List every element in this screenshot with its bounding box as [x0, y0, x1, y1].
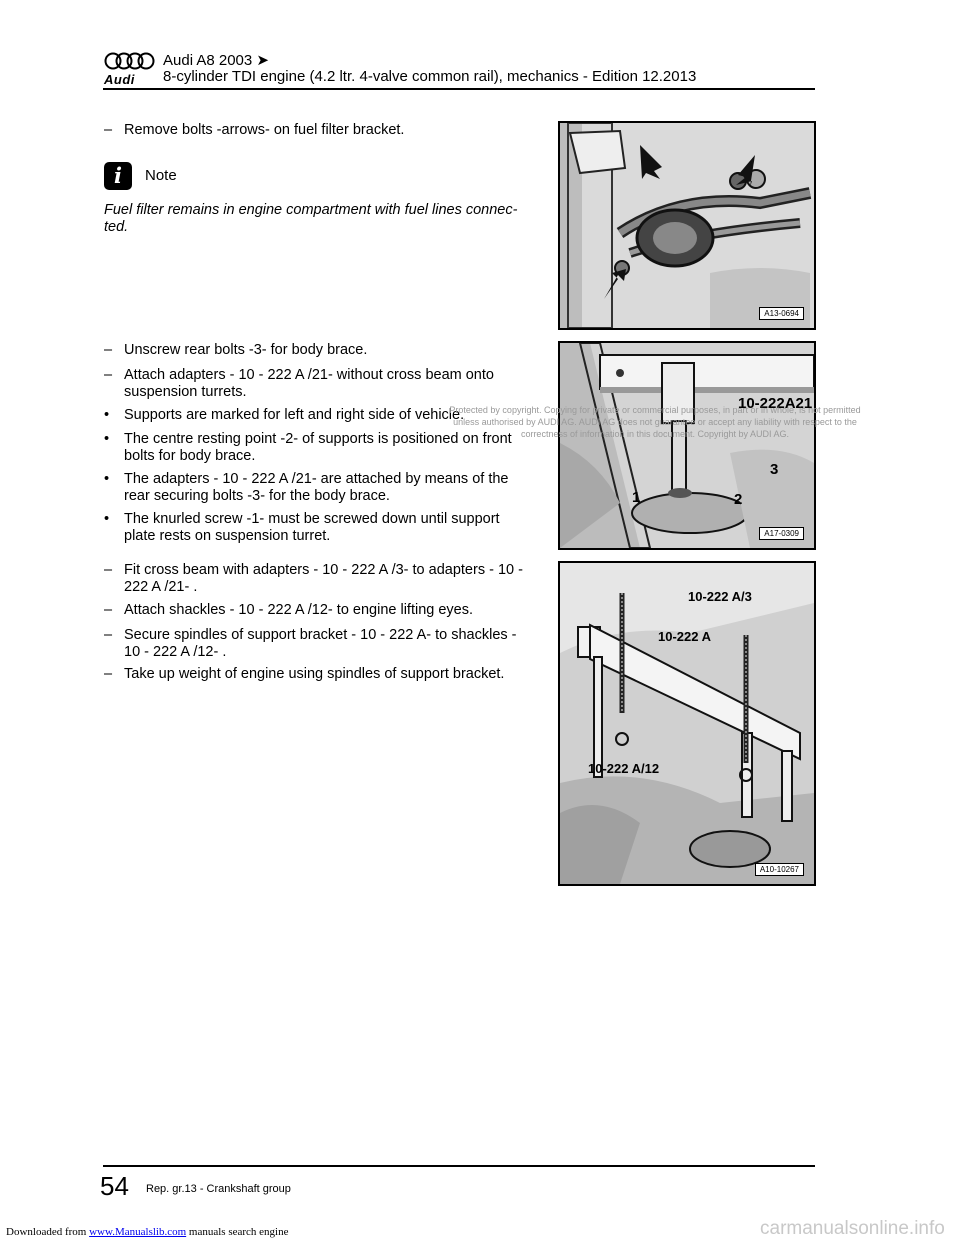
step-unscrew-rear-bolts: – Unscrew rear bolts -3- for body brace. — [104, 342, 524, 359]
copyright-watermark: Protected by copyright. Copying for priv… — [449, 405, 861, 439]
info-adapters-attached: • The adapters - 10 - 222 A /21- are att… — [104, 471, 524, 505]
step-text: Take up weight of engine using spindles … — [124, 666, 505, 682]
callout-10-222-a12: 10-222 A/12 — [588, 761, 660, 776]
callout-3: 3 — [770, 461, 779, 478]
step-marker: – — [104, 122, 113, 138]
step-text: Unscrew rear bolts -3- for body brace. — [124, 342, 368, 358]
info-text: Supports are marked for left and right s… — [124, 407, 465, 423]
figure-fuel-filter-bracket: A13-0694 — [558, 121, 816, 330]
callout-1: 1 — [632, 489, 641, 506]
footer-divider — [103, 1165, 815, 1167]
step-attach-shackles: – Attach shackles - 10 - 222 A /12- to e… — [104, 602, 524, 619]
step-marker: – — [104, 627, 113, 643]
callout-10-222-a: 10-222 A — [658, 629, 711, 644]
footer-section: Rep. gr.13 - Crankshaft group — [146, 1183, 291, 1195]
info-text: The knurled screw -1- must be screwed do… — [124, 511, 500, 544]
figure-support-bracket: 10-222 A/3 10-222 A 10-222 A/12 A10-1026… — [558, 561, 816, 886]
step-text: Remove bolts -arrows- on fuel filter bra… — [124, 122, 405, 138]
figure-code: A17-0309 — [759, 527, 804, 540]
site-watermark: carmanualsonline.info — [760, 1218, 945, 1239]
step-secure-spindles: – Secure spindles of support bracket - 1… — [104, 627, 524, 661]
bullet-marker: • — [104, 431, 110, 447]
info-text: The centre resting point -2- of supports… — [124, 431, 512, 464]
step-marker: – — [104, 562, 113, 578]
page-number: 54 — [100, 1171, 129, 1201]
header-title: 8-cylinder TDI engine (4.2 ltr. 4-valve … — [163, 68, 697, 85]
step-fit-cross-beam: – Fit cross beam with adapters - 10 - 22… — [104, 562, 524, 596]
figure-adapters-on-turret: 10-222A21 1 2 3 A17-0309 — [558, 341, 816, 550]
info-centre-resting-point: • The centre resting point -2- of suppor… — [104, 431, 524, 465]
download-suffix: manuals search engine — [188, 1226, 289, 1238]
info-supports-marked: • Supports are marked for left and right… — [104, 407, 524, 424]
step-text: Attach shackles - 10 - 222 A /12- to eng… — [124, 602, 474, 618]
figure-code: A10-10267 — [754, 863, 804, 876]
step-take-up-weight: – Take up weight of engine using spindle… — [104, 666, 524, 683]
audi-rings-logo — [104, 52, 155, 70]
bullet-marker: • — [104, 407, 110, 423]
note-text: Fuel filter remains in engine compartmen… — [104, 202, 518, 235]
bullet-marker: • — [104, 471, 110, 487]
info-text: The adapters - 10 - 222 A /21- are attac… — [124, 471, 509, 504]
step-text: Attach adapters - 10 - 222 A /21- withou… — [124, 367, 494, 400]
header-model: Audi A8 2003 ➤ — [163, 52, 269, 69]
step-attach-adapters: – Attach adapters - 10 - 222 A /21- with… — [104, 367, 524, 401]
step-marker: – — [104, 367, 113, 383]
step-marker: – — [104, 342, 113, 358]
audi-wordmark-logo: Audi — [104, 72, 135, 87]
callout-tool-label: 10-222A21 — [738, 395, 813, 412]
step-text: Fit cross beam with adapters - 10 - 222 … — [124, 562, 523, 595]
step-marker: – — [104, 602, 113, 618]
callout-10-222-a3: 10-222 A/3 — [688, 589, 752, 604]
manualslib-link[interactable]: www.Manualslib.com — [89, 1226, 187, 1238]
step-text: Secure spindles of support bracket - 10 … — [124, 627, 517, 660]
callout-2: 2 — [734, 491, 743, 508]
header-divider — [103, 88, 815, 90]
bullet-marker: • — [104, 511, 110, 527]
note-info-icon: i — [104, 162, 132, 190]
step-marker: – — [104, 666, 113, 682]
download-credit: Downloaded from www.Manualslib.com manua… — [6, 1226, 288, 1238]
step-remove-bolts: – Remove bolts -arrows- on fuel filter b… — [104, 122, 524, 139]
note-label: Note — [145, 167, 177, 184]
download-prefix: Downloaded from — [6, 1226, 87, 1238]
info-knurled-screw: • The knurled screw -1- must be screwed … — [104, 511, 524, 545]
figure-code: A13-0694 — [759, 307, 804, 320]
